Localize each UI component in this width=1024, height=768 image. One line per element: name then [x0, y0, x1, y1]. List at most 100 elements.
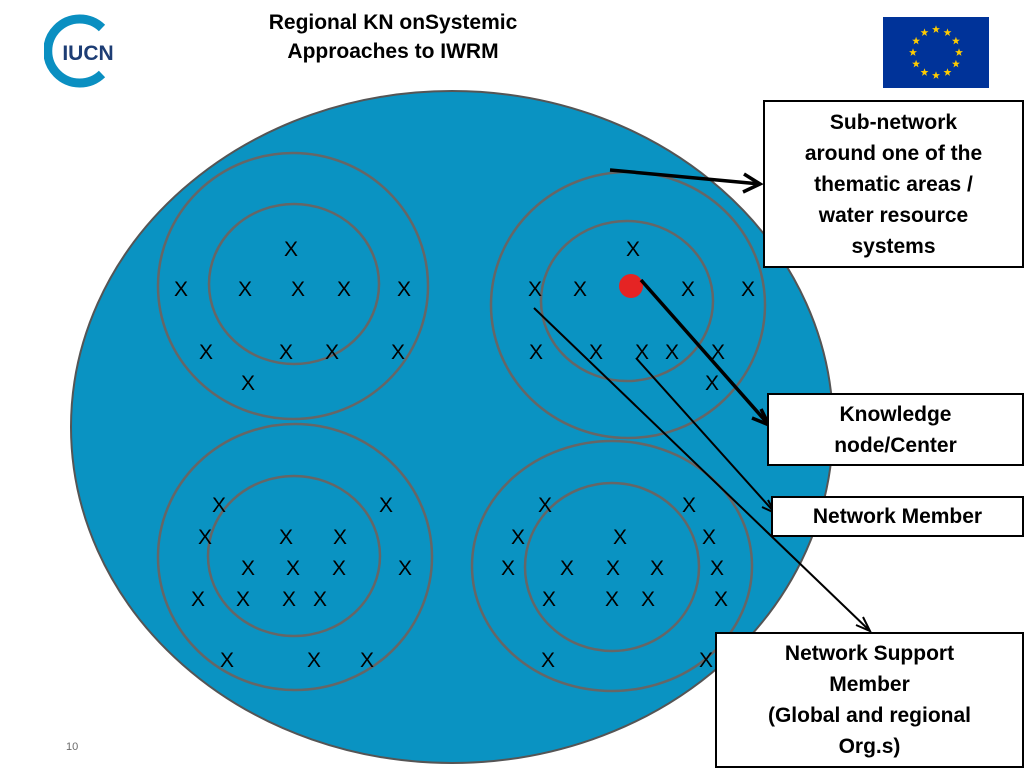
eu-flag-star [932, 71, 940, 79]
callout-subnetwork-line-2: around one of the [804, 141, 983, 165]
network-member-mark-bottom-right: X [699, 649, 713, 672]
callout-network-support-line-2: Member [829, 673, 910, 696]
cluster-bottom-right-outer-ring [470, 439, 754, 693]
network-member-mark-bottom-right: X [710, 557, 724, 580]
network-member-mark-top-left: X [291, 278, 305, 301]
slide-number: 10 [66, 741, 79, 753]
network-member-mark-bottom-right: X [613, 526, 627, 549]
slide-title-line-2: Approaches to IWRM [287, 40, 499, 63]
network-member-mark-bottom-right: X [605, 588, 619, 611]
callout-network-support-line-3: (Global and regional [767, 704, 972, 727]
network-member-mark-top-left: X [174, 278, 188, 301]
slide-title: Regional KN onSystemic Approaches to IWR… [228, 8, 558, 66]
eu-flag-star [920, 28, 929, 36]
eu-flag-star [912, 59, 921, 68]
eu-flag-star [943, 28, 952, 36]
callout-subnetwork-line-4: water resource [818, 203, 969, 227]
network-member-mark-top-right: X [711, 341, 725, 364]
eu-flag-star [943, 68, 952, 76]
network-member-mark-top-left: X [337, 278, 351, 301]
network-member-mark-top-right: X [665, 341, 679, 364]
network-member-mark-bottom-right: X [641, 588, 655, 611]
slide-title-line-1: Regional KN onSystemic [268, 11, 518, 34]
eu-flag-star [955, 48, 963, 56]
logo-text: IUCN [62, 42, 113, 65]
network-member-arrow-line [635, 357, 776, 514]
network-member-mark-bottom-right: X [606, 557, 620, 580]
cluster-top-right-inner-ring [539, 219, 715, 383]
callout-network-support-line-1: Network Support [784, 642, 955, 665]
network-member-mark-top-left: X [397, 278, 411, 301]
network-member-mark-bottom-right: X [541, 649, 555, 672]
network-member-mark-bottom-left: X [212, 494, 226, 517]
network-member-mark-bottom-right: X [650, 557, 664, 580]
network-member-mark-top-right: X [573, 278, 587, 301]
eu-flag-star [920, 68, 929, 76]
subnetwork-arrow-head [742, 172, 764, 194]
network-member-mark-top-right: X [626, 238, 640, 261]
callout-subnetwork-line-5: systems [851, 234, 936, 258]
cluster-bottom-left-inner-ring [206, 474, 382, 638]
network-member-mark-bottom-left: X [236, 588, 250, 611]
network-member-mark-top-left: X [241, 372, 255, 395]
network-member-mark-bottom-left: X [191, 588, 205, 611]
network-member-mark-bottom-left: X [286, 557, 300, 580]
callout-knowledge-node-line-1: Knowledge [839, 402, 952, 426]
eu-flag-icon [883, 17, 989, 88]
knowledge-node-arrow-line [639, 278, 771, 427]
network-member-mark-bottom-right: X [501, 557, 515, 580]
network-member-mark-bottom-left: X [379, 494, 393, 517]
callout-knowledge-node-line-2: node/Center [834, 433, 957, 457]
callout-subnetwork: Sub-network around one of the thematic a… [763, 100, 1024, 268]
network-member-mark-bottom-right: X [560, 557, 574, 580]
network-member-mark-top-left: X [325, 341, 339, 364]
cluster-top-left-inner-ring [207, 202, 381, 366]
cluster-bottom-left-outer-ring [156, 422, 434, 692]
network-member-mark-bottom-left: X [241, 557, 255, 580]
network-member-mark-top-right: X [529, 341, 543, 364]
callout-subnetwork-line-1: Sub-network [829, 110, 958, 134]
network-member-mark-bottom-left: X [282, 588, 296, 611]
eu-flag-star [912, 36, 921, 45]
callout-network-support-line-4: Org.s) [838, 735, 901, 758]
cluster-bottom-right-inner-ring [523, 481, 701, 653]
network-member-mark-bottom-left: X [313, 588, 327, 611]
network-support-arrow-head [855, 616, 873, 633]
callout-subnetwork-line-3: thematic areas / [814, 172, 973, 196]
callout-network-member-line-1: Network Member [812, 505, 983, 528]
network-member-mark-top-right: X [635, 341, 649, 364]
network-member-mark-bottom-right: X [542, 588, 556, 611]
network-member-mark-bottom-right: X [511, 526, 525, 549]
eu-flag-star [909, 48, 917, 56]
cluster-top-left-outer-ring [156, 151, 430, 421]
eu-flag-star [951, 59, 960, 68]
network-member-mark-bottom-right: X [714, 588, 728, 611]
network-member-mark-top-right: X [528, 278, 542, 301]
network-member-mark-top-left: X [199, 341, 213, 364]
network-member-mark-bottom-left: X [220, 649, 234, 672]
callout-network-support: Network Support Member (Global and regio… [715, 632, 1024, 768]
network-member-mark-bottom-right: X [702, 526, 716, 549]
eu-flag-star [932, 25, 940, 33]
iucn-logo-icon: IUCN [44, 14, 114, 88]
callout-knowledge-node: Knowledge node/Center [767, 393, 1024, 466]
network-member-mark-bottom-left: X [398, 557, 412, 580]
network-member-mark-bottom-left: X [279, 526, 293, 549]
network-member-mark-top-right: X [589, 341, 603, 364]
network-member-mark-bottom-left: X [333, 526, 347, 549]
network-member-mark-top-right: X [705, 372, 719, 395]
network-member-mark-bottom-left: X [360, 649, 374, 672]
network-member-mark-top-left: X [391, 341, 405, 364]
network-member-mark-bottom-left: X [307, 649, 321, 672]
network-support-arrow-line [533, 307, 871, 632]
network-member-mark-bottom-left: X [332, 557, 346, 580]
network-member-mark-top-left: X [284, 238, 298, 261]
subnetwork-arrow-line [609, 168, 761, 186]
network-member-mark-bottom-right: X [538, 494, 552, 517]
network-member-mark-bottom-right: X [682, 494, 696, 517]
network-member-mark-top-right: X [681, 278, 695, 301]
eu-flag-star [951, 36, 960, 45]
callout-network-member: Network Member [771, 496, 1024, 537]
network-member-mark-bottom-left: X [198, 526, 212, 549]
